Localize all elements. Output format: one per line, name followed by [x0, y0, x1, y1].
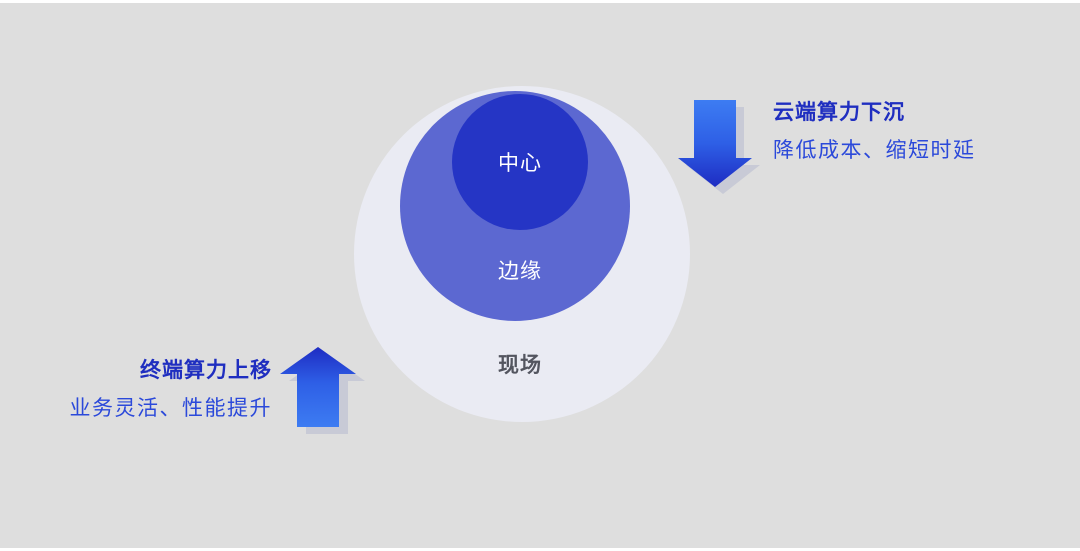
circle-field-label: 现场 [498, 353, 542, 377]
circle-edge-label: 边缘 [498, 259, 542, 283]
annotation-cloud-down-subtitle: 降低成本、缩短时延 [773, 138, 976, 162]
annotation-cloud-down: 云端算力下沉 降低成本、缩短时延 [773, 98, 976, 164]
annotation-terminal-up: 终端算力上移 业务灵活、性能提升 [70, 356, 273, 422]
nested-circles-diagram: 中心 边缘 现场 [0, 3, 1080, 548]
annotation-terminal-up-title: 终端算力上移 [140, 358, 272, 382]
down-arrow-icon [678, 100, 760, 194]
down-arrow-body [678, 100, 752, 187]
circle-center-label: 中心 [498, 151, 542, 175]
up-arrow-body [280, 347, 356, 427]
circle-center [452, 94, 588, 230]
annotation-cloud-down-title: 云端算力下沉 [773, 100, 905, 124]
annotation-terminal-up-subtitle: 业务灵活、性能提升 [69, 396, 272, 420]
canvas-background: 中心 边缘 现场 [0, 3, 1080, 548]
up-arrow-icon [280, 347, 365, 434]
